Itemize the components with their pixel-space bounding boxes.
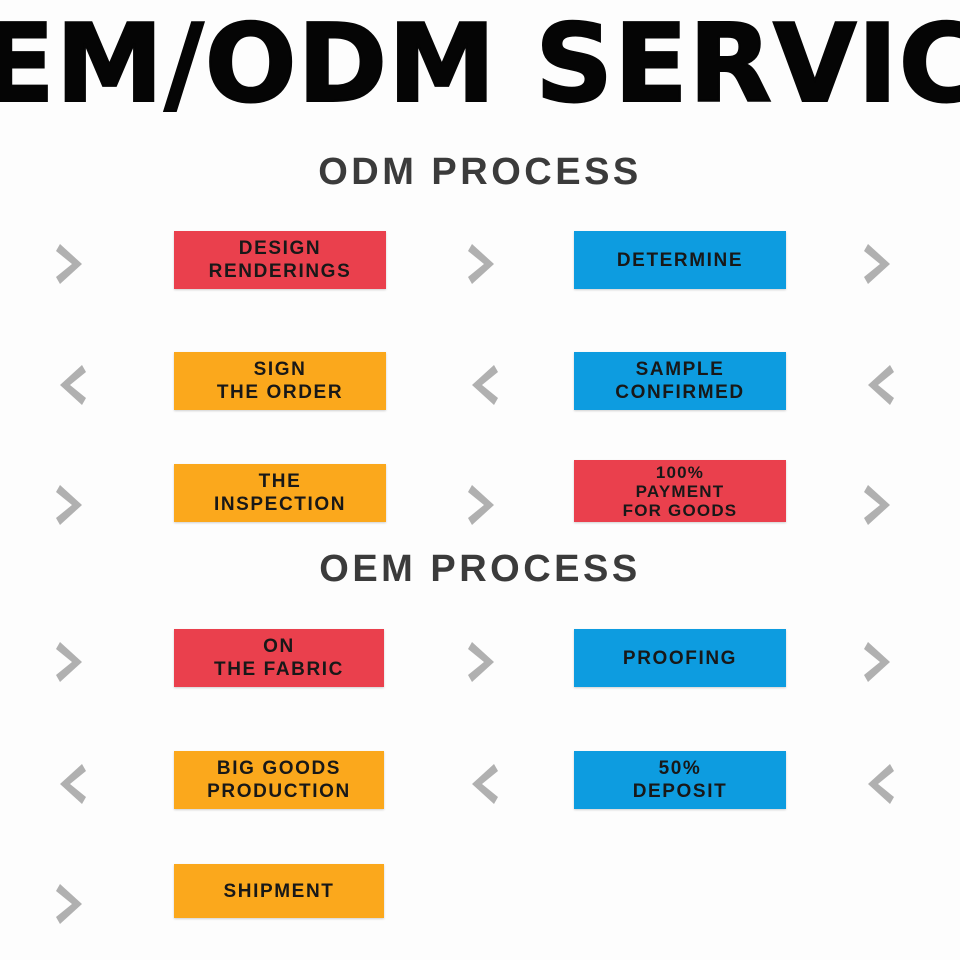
box-line: 100% [655,462,705,482]
process-box-50-percent-deposit[interactable]: 50% DEPOSIT [574,751,786,809]
chevron-right-icon [54,639,88,685]
box-line: THE [258,471,302,492]
process-box-design-renderings[interactable]: DESIGN RENDERINGS [174,231,386,289]
chevron-left-icon [862,761,896,807]
odm-row-1: DESIGN RENDERINGS DETERMINE [0,215,960,305]
box-line: 50% [658,758,702,779]
box-line: SAMPLE [635,359,725,380]
chevron-right-icon [54,241,88,287]
process-box-big-goods-production[interactable]: BIG GOODS PRODUCTION [174,751,384,809]
box-line: PROOFING [622,647,738,669]
chevron-left-icon [466,362,500,408]
box-line: DEPOSIT [632,781,728,802]
chevron-left-icon [54,761,88,807]
box-line: DESIGN [238,238,322,259]
chevron-right-icon [862,639,896,685]
odm-row-3: THE INSPECTION 100% PAYMENT FOR GOODS [0,446,960,536]
chevron-right-icon [54,482,88,528]
page-title: EM/ODM SERVIC [0,2,960,127]
odm-row-2: SIGN THE ORDER SAMPLE CONFIRMED [0,336,960,426]
chevron-right-icon [54,881,88,927]
box-line: PRODUCTION [207,781,351,802]
box-line: PAYMENT [635,481,725,501]
chevron-left-icon [862,362,896,408]
box-line: BIG GOODS [216,758,342,779]
chevron-right-icon [466,639,500,685]
chevron-right-icon [466,482,500,528]
box-line: DETERMINE [616,249,744,271]
banner: EM/ODM SERVIC [0,0,960,140]
chevron-right-icon [862,241,896,287]
process-box-sample-confirmed[interactable]: SAMPLE CONFIRMED [574,352,786,410]
box-line: THE ORDER [216,382,344,403]
box-line: SIGN [253,359,307,380]
box-line: RENDERINGS [208,261,352,282]
oem-row-3: SHIPMENT [0,855,960,945]
box-line: FOR GOODS [622,500,738,520]
box-line: THE FABRIC [214,659,344,680]
chevron-left-icon [54,362,88,408]
chevron-right-icon [466,241,500,287]
box-line: SHIPMENT [223,880,335,902]
box-line: ON [263,636,295,657]
box-line: INSPECTION [213,494,347,515]
process-box-on-the-fabric[interactable]: ON THE FABRIC [174,629,384,687]
box-line: CONFIRMED [615,382,745,403]
process-box-determine[interactable]: DETERMINE [574,231,786,289]
chevron-right-icon [862,482,896,528]
process-box-proofing[interactable]: PROOFING [574,629,786,687]
process-box-shipment[interactable]: SHIPMENT [174,864,384,918]
process-box-100-percent-payment-for-goods[interactable]: 100% PAYMENT FOR GOODS [574,460,786,522]
section-heading-odm: ODM PROCESS [318,151,642,193]
oem-row-2: BIG GOODS PRODUCTION 50% DEPOSIT [0,735,960,825]
process-box-the-inspection[interactable]: THE INSPECTION [174,464,386,522]
chevron-left-icon [466,761,500,807]
process-box-sign-the-order[interactable]: SIGN THE ORDER [174,352,386,410]
oem-row-1: ON THE FABRIC PROOFING [0,613,960,703]
section-heading-oem: OEM PROCESS [319,548,641,590]
